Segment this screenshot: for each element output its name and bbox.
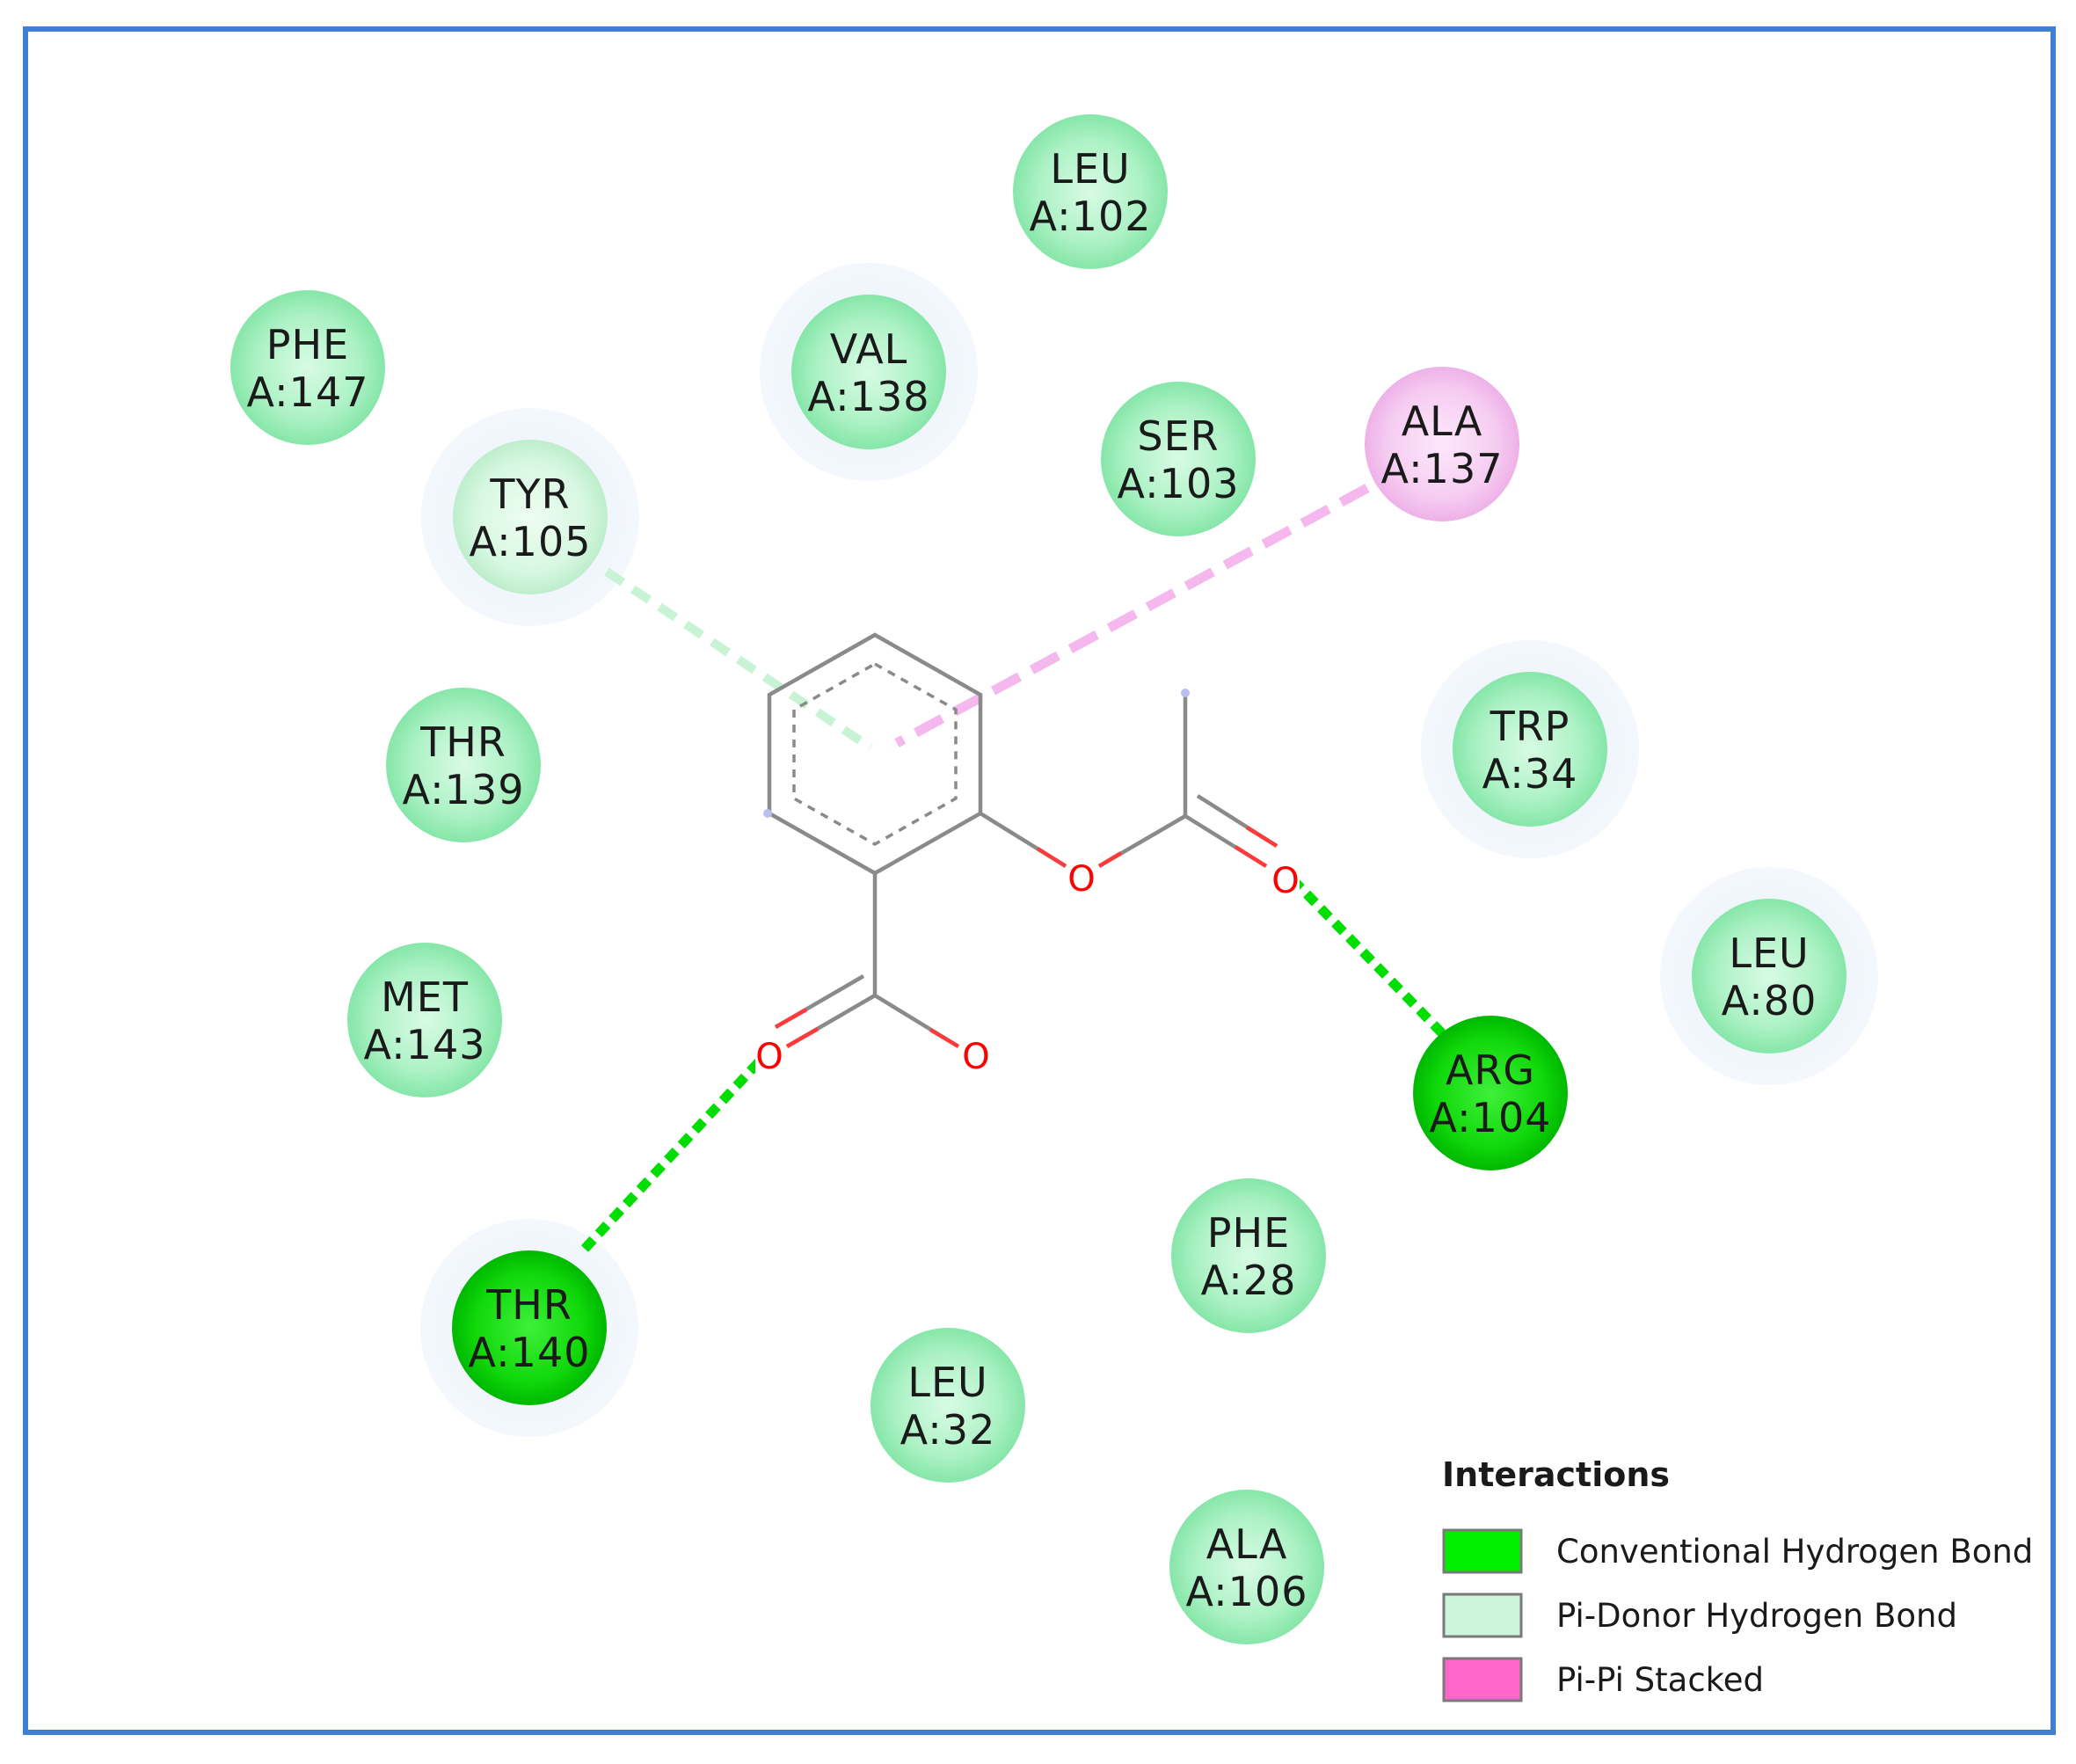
oacid1-bond-tint-a bbox=[785, 1027, 819, 1048]
legend-swatch-hbond bbox=[1442, 1528, 1523, 1574]
atom-bg-o_carbonyl bbox=[1271, 864, 1300, 899]
residue-label-thr140: A:140 bbox=[469, 1329, 591, 1376]
legend-title: Interactions bbox=[1442, 1455, 1670, 1494]
residue-label-arg104: A:104 bbox=[1430, 1094, 1552, 1141]
residue-disc-met143 bbox=[347, 943, 502, 1097]
ligand-atoms: O O O O bbox=[755, 859, 1300, 1077]
residue-name-tyr105: TYR bbox=[489, 470, 570, 518]
atom-bg-o_acid2 bbox=[962, 1039, 990, 1075]
ligand-structure bbox=[763, 632, 1278, 1048]
residues: LEUA:102PHEA:147VALA:138SERA:103ALAA:137… bbox=[230, 114, 1847, 1644]
residue-disc-trp34 bbox=[1453, 672, 1607, 827]
residue-name-phe147: PHE bbox=[266, 321, 349, 368]
benzene-ring bbox=[767, 632, 983, 876]
residue-name-ala137: ALA bbox=[1402, 397, 1483, 445]
residue-label-ala137: A:137 bbox=[1381, 445, 1504, 492]
residue-disc-tyr105 bbox=[453, 440, 608, 594]
legend: Interactions Conventional Hydrogen BondP… bbox=[1442, 1455, 2033, 1702]
methyl-atom-dot bbox=[1181, 689, 1190, 697]
residue-disc-arg104 bbox=[1413, 1016, 1568, 1170]
interaction-hbond-arg104 bbox=[1289, 876, 1446, 1037]
residue-disc-leu102 bbox=[1013, 114, 1168, 269]
residue-label-leu102: A:102 bbox=[1030, 193, 1152, 240]
residue-name-thr140: THR bbox=[485, 1281, 572, 1329]
residue-label-met143: A:143 bbox=[364, 1021, 486, 1068]
ring-atom-dot bbox=[763, 809, 772, 818]
interaction-lines bbox=[580, 484, 1446, 1252]
residue-disc-phe147 bbox=[230, 290, 385, 445]
residue-name-trp34: TRP bbox=[1490, 703, 1570, 750]
residue-disc-ser103 bbox=[1101, 382, 1256, 536]
residue-label-ala106: A:106 bbox=[1186, 1568, 1308, 1615]
residue-disc-thr140 bbox=[452, 1250, 607, 1405]
legend-label-pi-pi: Pi-Pi Stacked bbox=[1556, 1661, 1764, 1699]
residue-name-leu80: LEU bbox=[1729, 929, 1809, 977]
residue-disc-thr139 bbox=[386, 688, 541, 842]
residue-disc-phe28 bbox=[1171, 1178, 1326, 1333]
residue-name-val138: VAL bbox=[830, 325, 908, 373]
residue-label-thr139: A:139 bbox=[403, 766, 525, 813]
legend-label-pi-donor: Pi-Donor Hydrogen Bond bbox=[1556, 1597, 1957, 1635]
residue-name-leu102: LEU bbox=[1050, 145, 1130, 193]
oester-bond-tint-left bbox=[1036, 847, 1067, 868]
atom-o_ester: O bbox=[1067, 859, 1095, 900]
residue-name-phe28: PHE bbox=[1207, 1209, 1290, 1257]
legend-swatch-pi-pi bbox=[1442, 1657, 1523, 1702]
atom-o_acid2: O bbox=[962, 1037, 989, 1077]
oacid1-bond-tint-b bbox=[774, 1008, 808, 1029]
residue-label-val138: A:138 bbox=[808, 373, 930, 420]
residue-label-leu80: A:80 bbox=[1722, 977, 1817, 1024]
ocarbonyl-bond-tint-a bbox=[1234, 845, 1268, 868]
ocarbonyl-bond-tint-b bbox=[1245, 826, 1278, 848]
residue-name-arg104: ARG bbox=[1446, 1046, 1535, 1094]
residue-name-thr139: THR bbox=[419, 718, 506, 766]
residue-name-ala106: ALA bbox=[1206, 1520, 1288, 1568]
residue-disc-val138 bbox=[791, 295, 946, 449]
interaction-pidonor-tyr105 bbox=[604, 567, 873, 752]
aromatic-ring-inner bbox=[792, 661, 958, 847]
residue-label-phe147: A:147 bbox=[247, 368, 369, 416]
residue-label-ser103: A:103 bbox=[1118, 460, 1240, 507]
atom-bg-o_ester bbox=[1067, 862, 1096, 897]
interaction-pipi-ala137 bbox=[894, 484, 1370, 747]
residue-disc-leu80 bbox=[1692, 899, 1847, 1053]
residue-label-trp34: A:34 bbox=[1482, 750, 1578, 798]
legend-swatch-pi-donor bbox=[1442, 1593, 1523, 1638]
atom-bg-o_acid1 bbox=[755, 1039, 783, 1075]
residue-name-ser103: SER bbox=[1137, 412, 1219, 460]
residue-disc-ala106 bbox=[1169, 1490, 1324, 1644]
legend-label-hbond: Conventional Hydrogen Bond bbox=[1556, 1533, 2033, 1571]
oacid2-bond-tint bbox=[929, 1028, 960, 1048]
residue-label-tyr105: A:105 bbox=[470, 518, 592, 565]
residue-disc-ala137 bbox=[1365, 367, 1519, 521]
residue-label-phe28: A:28 bbox=[1201, 1257, 1297, 1304]
residue-name-leu32: LEU bbox=[907, 1359, 987, 1406]
interaction-hbond-thr140 bbox=[580, 1052, 769, 1252]
atom-o_carbonyl: O bbox=[1271, 861, 1299, 901]
residue-name-met143: MET bbox=[381, 973, 469, 1021]
atom-o_acid1: O bbox=[755, 1037, 783, 1077]
oester-bond-tint-right bbox=[1097, 851, 1123, 868]
residue-disc-leu32 bbox=[870, 1328, 1025, 1483]
residue-label-leu32: A:32 bbox=[900, 1406, 996, 1454]
